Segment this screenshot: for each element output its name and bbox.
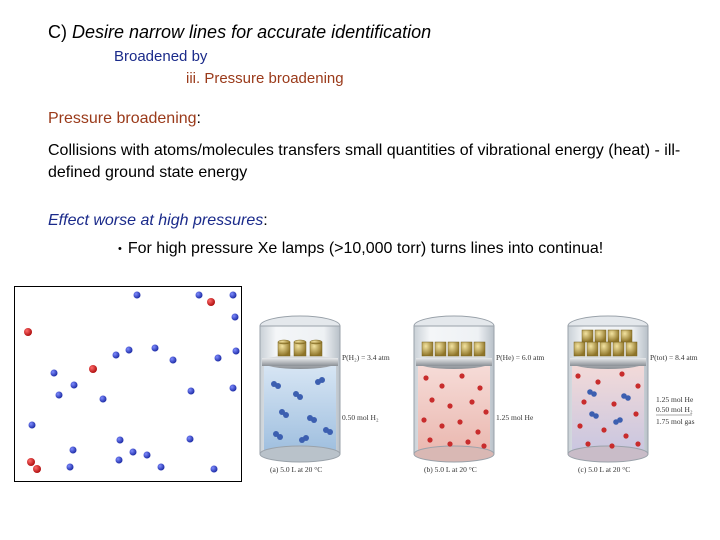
effect-heading: Effect worse at high pressures: xyxy=(48,212,268,230)
pressure-broadening-body: Collisions with atoms/molecules transfer… xyxy=(48,142,681,181)
jar-a-amount: 0.50 mol H₂ xyxy=(342,413,379,422)
subheading-pressure: iii. Pressure broadening xyxy=(186,70,344,87)
pressure-broadening-heading: Pressure broadening: xyxy=(48,110,201,128)
jar-c-caption: (c) 5.0 L at 20 °C xyxy=(578,465,630,474)
title-text: Desire narrow lines for accurate identif… xyxy=(72,22,432,42)
jar-b-caption: (b) 5.0 L at 20 °C xyxy=(424,465,477,474)
effect-colon: : xyxy=(263,212,268,229)
bullet-dot-icon: • xyxy=(118,242,122,255)
jar-c-amount-total: 1.75 mol gas xyxy=(656,417,695,426)
subheading-broadened: Broadened by xyxy=(114,48,208,65)
jar-c-pressure: P(tot) = 8.4 atm xyxy=(650,353,698,362)
jar-c-amount-h2: 0.50 mol H₂ xyxy=(656,405,693,414)
jar-b-amount: 1.25 mol He xyxy=(496,413,534,422)
jar-a: P(H₂) = 3.4 atm 0.50 mol H₂ (a) 5.0 L at… xyxy=(259,315,390,474)
jar-b-pressure: P(He) = 6.0 atm xyxy=(496,353,545,362)
bullet-item: • For high pressure Xe lamps (>10,000 tor… xyxy=(118,240,603,258)
jar-a-caption: (a) 5.0 L at 20 °C xyxy=(270,465,322,474)
pressure-broadening-label: Pressure broadening xyxy=(48,110,197,127)
bullet-text: For high pressure Xe lamps (>10,000 torr… xyxy=(127,240,604,257)
jar-b: P(He) = 6.0 atm 1.25 mol He (b) 5.0 L at… xyxy=(413,315,545,474)
red-molecules xyxy=(24,298,215,473)
molecules-diagram xyxy=(24,291,240,473)
gas-jars-figure: P(H₂) = 3.4 atm 0.50 mol H₂ (a) 5.0 L at… xyxy=(259,315,698,474)
slide-title: C) Desire narrow lines for accurate iden… xyxy=(48,22,431,43)
section-letter: C) xyxy=(48,22,67,42)
jar-c: P(tot) = 8.4 atm 1.25 mol He 0.50 mol H₂… xyxy=(567,315,698,474)
gas-molecules-box xyxy=(14,286,242,482)
effect-label: Effect worse at high pressures xyxy=(48,212,264,229)
pressure-broadening-colon: : xyxy=(196,110,201,127)
blue-molecules xyxy=(28,291,240,473)
jar-a-pressure: P(H₂) = 3.4 atm xyxy=(342,353,390,362)
jar-c-amount-he: 1.25 mol He xyxy=(656,395,694,404)
